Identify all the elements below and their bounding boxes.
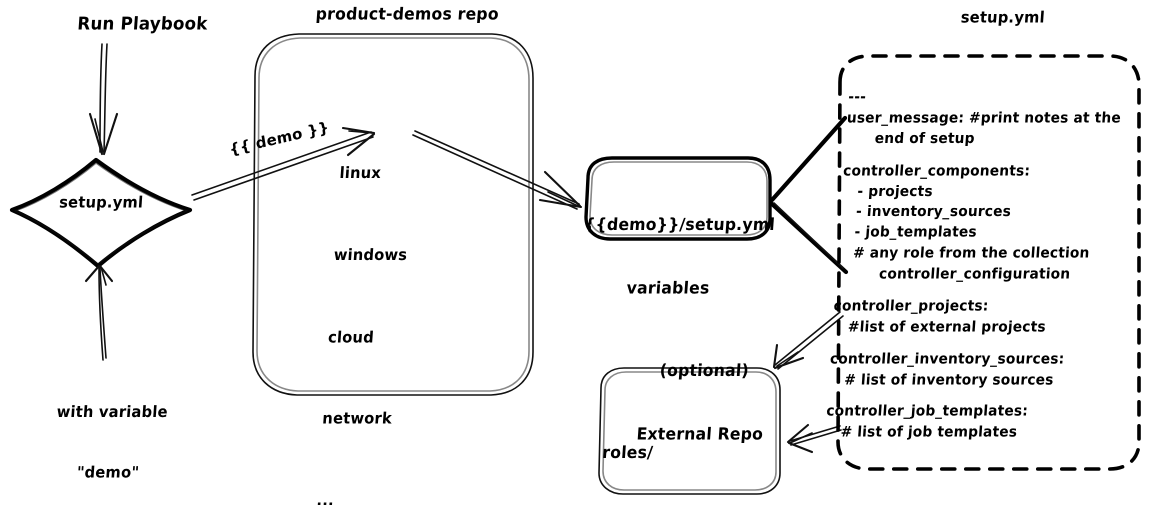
setup-yml-code-block: --- user_message: #print notes at the end … [824, 88, 1133, 444]
label-with-variable-line1: with variable [56, 402, 169, 422]
label-external-repo-line1: (optional) [659, 360, 750, 381]
setup-yml-code-line: end of setup [874, 130, 976, 148]
setup-yml-code-line: # list of inventory sources [843, 371, 1055, 389]
repo-item-windows: windows [333, 245, 408, 265]
arrow-controller-projects-to-external-repo [772, 311, 844, 370]
label-product-demos-repo-title: product-demos repo [315, 4, 500, 24]
label-run-playbook: Run Playbook [76, 14, 209, 35]
setup-yml-code-line: controller_projects: [833, 297, 990, 315]
label-with-variable-line2: "demo" [76, 462, 140, 482]
variables-box-label: {{demo}}/setup.yml variables [576, 172, 776, 342]
node-external-repo-box[interactable] [598, 367, 781, 495]
variables-box-line2: variables [625, 278, 711, 299]
external-repo-item-roles: roles/ [601, 442, 654, 463]
setup-yml-code-blank [827, 391, 1112, 402]
setup-yml-code-line: controller_job_templates: [825, 403, 1029, 421]
setup-yml-code-line: - inventory_sources [855, 203, 1012, 221]
repo-item-linux: linux [338, 163, 382, 183]
arrow-run-playbook-to-setup [88, 43, 119, 156]
setup-yml-code-blank [844, 150, 1129, 161]
node-setup-yml-dashed-box[interactable] [836, 54, 1141, 471]
start-diamond-label: setup.yml [58, 193, 144, 212]
setup-yml-code-line: controller_inventory_sources: [829, 350, 1065, 368]
setup-yml-code-line: - job_templates [853, 224, 978, 242]
setup-yml-code-blank [834, 285, 1119, 296]
arrow-with-variable-to-setup [84, 264, 114, 361]
setup-yml-code-line: - projects [856, 183, 934, 200]
setup-yml-code-line: #list of external projects [847, 318, 1047, 336]
node-product-demos-repo-box[interactable] [252, 33, 534, 396]
external-repo-item-list: roles/ playbooks/ .... [590, 400, 753, 505]
node-variables-box[interactable] [584, 156, 772, 241]
arrow-linux-to-variables [412, 130, 583, 210]
label-setup-yml-title: setup.yml [960, 8, 1046, 27]
setup-yml-code-line: user_message: #print notes at the [846, 109, 1122, 127]
connector-setupyml-to-variables [769, 115, 849, 275]
repo-item-cloud: cloud [327, 327, 375, 347]
repo-item-network: network [321, 409, 393, 428]
variables-box-line1: {{demo}}/setup.yml [583, 214, 776, 235]
node-start-diamond[interactable] [9, 157, 193, 269]
label-with-variable: with variable "demo" [14, 363, 206, 505]
setup-yml-code-line: # any role from the collection [852, 245, 1091, 262]
setup-yml-code-line: # list of job templates [840, 424, 1018, 441]
arrow-setup-to-linux [191, 126, 376, 201]
arrow-controller-job-templates-to-external-repo [786, 423, 842, 454]
setup-yml-code-line: --- [847, 89, 867, 106]
setup-yml-code-blank [831, 338, 1116, 349]
repo-item-ellipsis: ... [316, 490, 335, 505]
setup-yml-code-line: controller_configuration [878, 265, 1071, 283]
setup-yml-code-line: controller_components: [842, 162, 1031, 180]
